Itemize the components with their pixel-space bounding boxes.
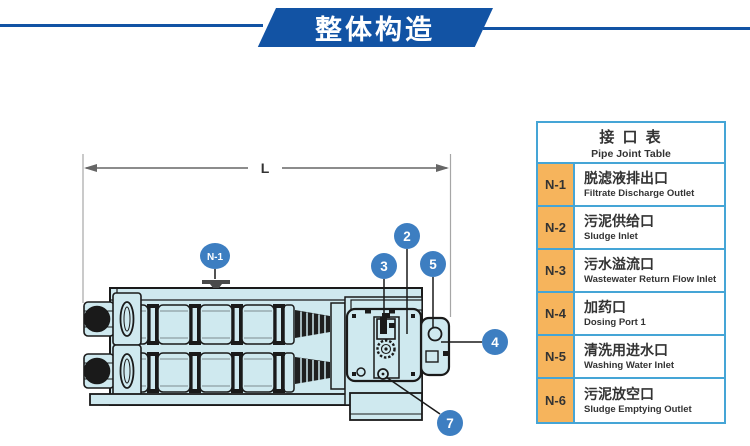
banner-rule-right (483, 27, 750, 30)
dimension-arrow-right (436, 164, 449, 172)
port-id-cell: N-6 (538, 379, 575, 422)
machine-body (83, 280, 451, 421)
port-id-cell: N-3 (538, 250, 575, 291)
port-name-en: Dosing Port 1 (584, 316, 646, 328)
pipe-joint-table-header: 接 口 表 Pipe Joint Table (538, 123, 724, 164)
bottom-chute (349, 392, 423, 421)
port-name-cn: 污泥放空口 (584, 386, 654, 403)
callout-leader-lines (214, 249, 482, 415)
port-id-cell: N-2 (538, 207, 575, 248)
port-name-en: Sludge Inlet (584, 230, 638, 242)
port-name-cn: 脱滤液排出口 (584, 170, 668, 187)
callout-2-label: 2 (403, 229, 411, 244)
clamp-mechanism (376, 313, 396, 340)
port-id-cell: N-4 (538, 293, 575, 334)
pipe-joint-table: 接 口 表 Pipe Joint Table N-1 脱滤液排出口 Filtra… (536, 121, 726, 424)
port-id-cell: N-1 (538, 164, 575, 205)
callout-4: 4 (482, 329, 508, 355)
callout-5: 5 (420, 251, 446, 277)
dimension-label: L (261, 160, 270, 176)
bellows-connectors (295, 302, 346, 390)
callout-3-label: 3 (380, 259, 388, 274)
side-tab (419, 316, 451, 377)
machine-drawing: L (82, 154, 508, 436)
table-row: N-6 污泥放空口 Sludge Emptying Outlet (538, 379, 724, 422)
port-name-en: Sludge Emptying Outlet (584, 403, 692, 415)
port-name-en: Filtrate Discharge Outlet (584, 187, 695, 199)
port-desc-cell: 加药口 Dosing Port 1 (575, 293, 724, 334)
callout-N-1: N-1 (200, 243, 230, 269)
callout-7: 7 (437, 410, 463, 436)
divider-plates (147, 304, 285, 393)
port-desc-cell: 污水溢流口 Wastewater Return Flow Inlet (575, 250, 724, 291)
port-name-cn: 清洗用进水口 (584, 342, 668, 359)
gear-detail (376, 339, 396, 359)
table-title-cn: 接 口 表 (599, 128, 663, 146)
callout-4-label: 4 (491, 335, 499, 350)
dimension-annotation (82, 154, 452, 317)
port-desc-cell: 清洗用进水口 Washing Water Inlet (575, 336, 724, 377)
callout-N-1-label: N-1 (207, 252, 224, 263)
table-row: N-5 清洗用进水口 Washing Water Inlet (538, 336, 724, 379)
table-title-en: Pipe Joint Table (591, 147, 671, 160)
banner-rule-left (0, 24, 263, 27)
table-row: N-1 脱滤液排出口 Filtrate Discharge Outlet (538, 164, 724, 207)
callout-5-label: 5 (429, 257, 437, 272)
callout-3: 3 (371, 253, 397, 279)
port-desc-cell: 污泥供给口 Sludge Inlet (575, 207, 724, 248)
port-desc-cell: 脱滤液排出口 Filtrate Discharge Outlet (575, 164, 724, 205)
port-desc-cell: 污泥放空口 Sludge Emptying Outlet (575, 379, 724, 422)
port-id-cell: N-5 (538, 336, 575, 377)
top-pipe-fitting (202, 280, 230, 288)
port-name-cn: 污泥供给口 (584, 213, 654, 230)
page-title: 整体构造 (315, 15, 435, 45)
bearing-hub-top (83, 305, 111, 333)
port-name-cn: 污水溢流口 (584, 256, 654, 273)
panel-small-circle (356, 367, 366, 377)
port-name-en: Wastewater Return Flow Inlet (584, 273, 717, 285)
callout-2: 2 (394, 223, 420, 249)
tab-port-circle (427, 326, 443, 342)
end-assembly (344, 296, 451, 421)
callout-7-label: 7 (446, 416, 454, 431)
bearing-hub-bottom (83, 357, 111, 385)
table-row: N-4 加药口 Dosing Port 1 (538, 293, 724, 336)
table-row: N-3 污水溢流口 Wastewater Return Flow Inlet (538, 250, 724, 293)
panel-screws (352, 310, 415, 376)
dimension-arrow-left (84, 164, 97, 172)
table-row: N-2 污泥供给口 Sludge Inlet (538, 207, 724, 250)
port-name-cn: 加药口 (584, 299, 626, 316)
left-bearing-assemblies (83, 292, 142, 398)
port-name-en: Washing Water Inlet (584, 359, 675, 371)
